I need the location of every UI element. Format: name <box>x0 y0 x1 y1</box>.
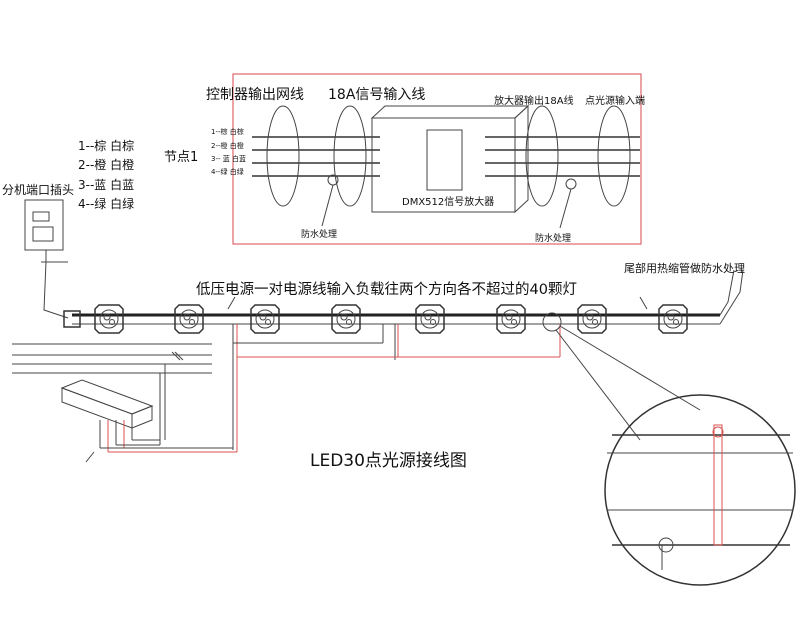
main-cable <box>63 269 744 328</box>
detail-box: 控制器输出网线 18A信号输入线 放大器输出18A线 点光源输入端 节点1 1-… <box>164 73 645 245</box>
waterproof-right-label: 防水处理 <box>535 232 571 244</box>
led-lamp <box>331 304 361 334</box>
arrow-right <box>639 296 648 310</box>
wire-row-2: 2--橙 白橙 <box>211 141 244 150</box>
connector-ellipse-1 <box>266 105 300 207</box>
amplifier-label: DMX512信号放大器 <box>402 195 494 208</box>
zoom-detail <box>542 312 796 586</box>
led-lamp <box>94 304 124 334</box>
power-wires <box>232 324 561 452</box>
power-note: 低压电源一对电源线输入负载往两个方向各不超过的40颗灯 <box>196 281 577 298</box>
signal-input-label: 18A信号输入线 <box>328 87 425 103</box>
waterproof-left-label: 防水处理 <box>301 228 337 240</box>
led-lamp <box>496 304 526 334</box>
wire-row-1: 1--棕 白棕 <box>211 127 244 136</box>
connector-ellipse-3 <box>525 105 559 207</box>
pin-legend-2: 2--橙 白橙 <box>78 157 134 172</box>
diagram-title: LED30点光源接线图 <box>310 451 467 471</box>
tail-note: 尾部用热缩管做防水处理 <box>624 261 745 275</box>
led-lamp <box>174 304 204 334</box>
led-lamp <box>577 304 607 334</box>
junction-box: 1--棕 白棕 2--橙 白橙 3--蓝 白蓝 4--绿 白绿 分机端口插头 <box>2 138 134 319</box>
connector-ellipse-2 <box>333 105 367 207</box>
arrow-left <box>227 296 236 310</box>
led-lamp <box>250 304 280 334</box>
amplifier-box: DMX512信号放大器 <box>370 104 530 214</box>
power-supply <box>60 364 237 463</box>
point-light-input-label: 点光源输入端 <box>585 94 645 107</box>
pin-legend-4: 4--绿 白绿 <box>78 196 134 211</box>
controller-output-label: 控制器输出网线 <box>206 87 304 103</box>
signal-wires <box>252 136 640 177</box>
junction-box-title: 分机端口插头 <box>2 183 74 197</box>
connector-ellipse-4 <box>597 105 631 207</box>
led-lamps <box>94 304 688 334</box>
pin-legend-1: 1--棕 白棕 <box>78 138 134 153</box>
led-lamp <box>658 304 688 334</box>
amp-output-label: 放大器输出18A线 <box>494 94 574 107</box>
pin-legend-3: 3--蓝 白蓝 <box>78 177 134 192</box>
led-lamp <box>415 304 445 334</box>
wire-row-4: 4--绿 白绿 <box>211 167 244 176</box>
node-label: 节点1 <box>164 150 198 165</box>
wire-row-3: 3-- 蓝 白蓝 <box>211 154 246 163</box>
mains-lines <box>12 343 212 374</box>
